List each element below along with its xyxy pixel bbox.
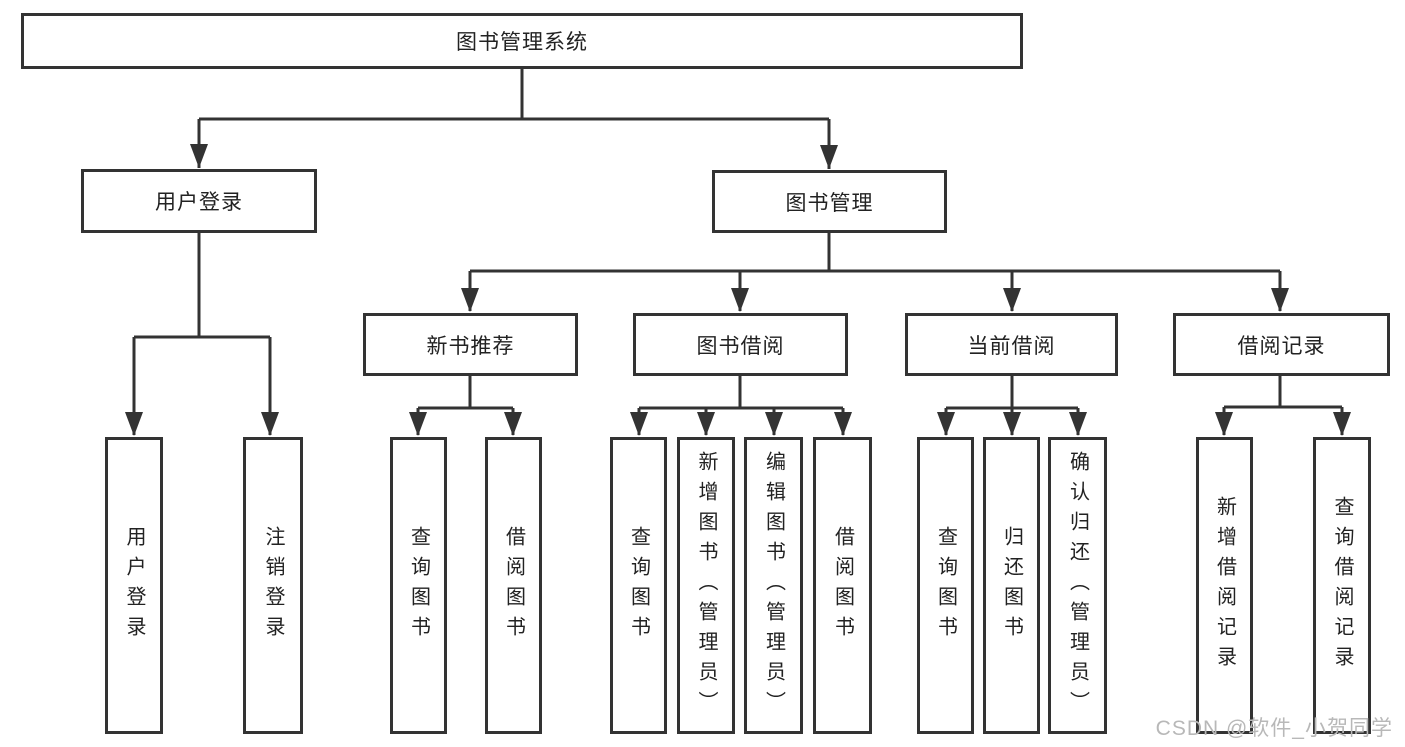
node-current-borrow: 当前借阅	[905, 313, 1118, 376]
node-label: 查询图书	[627, 525, 650, 646]
leaf-br-add-record: 新增借阅记录	[1196, 437, 1253, 734]
csdn-watermark: CSDN @软件_小贺同学	[1155, 717, 1393, 740]
node-label: 图书借阅	[696, 334, 785, 358]
leaf-user-login: 用户登录	[105, 437, 163, 734]
arrowhead	[1003, 412, 1021, 436]
arrowhead	[630, 412, 648, 436]
node-borrow-records: 借阅记录	[1173, 313, 1390, 376]
node-book-management: 图书管理	[712, 170, 947, 233]
arrowhead	[765, 412, 783, 436]
arrowhead	[697, 412, 715, 436]
node-label: 借阅记录	[1237, 334, 1326, 358]
node-user-login: 用户登录	[81, 169, 317, 233]
node-label: 用户登录	[155, 191, 243, 214]
node-label: 当前借阅	[967, 334, 1056, 358]
arrowhead	[1215, 412, 1233, 436]
arrowhead	[937, 412, 955, 436]
node-label: 新增图书（管理员）	[695, 450, 717, 721]
arrowhead	[409, 412, 427, 436]
leaf-bb-add-book: 新增图书（管理员）	[677, 437, 735, 734]
leaf-bb-borrow-book: 借阅图书	[813, 437, 872, 734]
node-label: 借阅图书	[502, 525, 525, 646]
node-label: 新增借阅记录	[1213, 495, 1236, 676]
node-label: 确认归还（管理员）	[1066, 450, 1089, 721]
arrowhead	[1003, 288, 1021, 312]
arrowhead	[1069, 412, 1087, 436]
leaf-rec-query-book: 查询图书	[390, 437, 447, 734]
arrowhead	[1333, 412, 1351, 436]
leaf-br-query-record: 查询借阅记录	[1313, 437, 1371, 734]
leaf-bb-query-book: 查询图书	[610, 437, 667, 734]
arrowhead	[1271, 288, 1289, 312]
node-label: 借阅图书	[831, 525, 854, 646]
leaf-rec-borrow-book: 借阅图书	[485, 437, 542, 734]
leaf-cb-confirm-return: 确认归还（管理员）	[1048, 437, 1107, 734]
leaf-logout: 注销登录	[243, 437, 303, 734]
arrowhead	[190, 144, 208, 168]
arrowhead	[461, 288, 479, 312]
leaf-cb-return-book: 归还图书	[983, 437, 1040, 734]
arrowhead	[820, 145, 838, 169]
node-label: 查询图书	[934, 525, 957, 646]
arrowhead	[834, 412, 852, 436]
node-label: 编辑图书（管理员）	[762, 450, 785, 721]
node-label: 注销登录	[262, 525, 284, 646]
arrowhead	[504, 412, 522, 436]
arrowhead	[731, 288, 749, 312]
node-book-borrow: 图书借阅	[633, 313, 848, 376]
arrowhead	[125, 412, 143, 436]
node-label: 图书管理	[785, 191, 874, 215]
node-book-management-system: 图书管理系统	[21, 13, 1023, 69]
node-label: 查询图书	[407, 525, 430, 646]
node-label: 新书推荐	[426, 334, 515, 358]
node-label: 归还图书	[1000, 525, 1023, 646]
leaf-cb-query-book: 查询图书	[917, 437, 974, 734]
arrowhead	[261, 412, 279, 436]
node-label: 用户登录	[123, 525, 145, 646]
leaf-bb-edit-book: 编辑图书（管理员）	[744, 437, 803, 734]
node-label: 查询借阅记录	[1331, 495, 1353, 676]
node-new-book-recommend: 新书推荐	[363, 313, 578, 376]
node-label: 图书管理系统	[456, 31, 588, 54]
